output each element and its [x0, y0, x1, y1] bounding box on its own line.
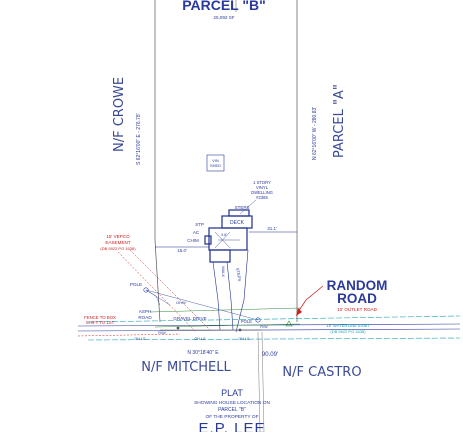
bottom-distance-label: 90.09' — [262, 352, 278, 358]
svg-text:15' WATERLINE ESMT: 15' WATERLINE ESMT — [326, 323, 370, 328]
deck-label: DECK — [230, 220, 245, 226]
vepco-easement-label: 15' VEPCO EASEMENT (DB 5922 PG 1638) — [100, 234, 136, 251]
plat-title-block: PLAT SHOWING HOUSE LOCATION ON PARCEL "B… — [194, 388, 270, 432]
svg-text:10' OUTLET ROAD: 10' OUTLET ROAD — [337, 307, 378, 312]
parcel-b-title: PARCEL "B" — [182, 0, 266, 13]
shed-outline — [206, 154, 225, 172]
svg-text:OH LG: OH LG — [238, 337, 249, 341]
asph-road-label: ASPH ROAD — [138, 309, 152, 320]
chimney — [204, 235, 212, 245]
parcel-b-area: 25,092 SF — [213, 15, 234, 20]
svg-text:DWELLING: DWELLING — [251, 190, 273, 195]
lot-divider-lines — [257, 331, 265, 432]
svg-text:(DB 5922 PG 1638): (DB 5922 PG 1638) — [100, 246, 136, 251]
svg-text:SHOWING HOUSE LOCATION ON: SHOWING HOUSE LOCATION ON — [194, 400, 270, 406]
svg-text:EASEMENT: EASEMENT — [105, 240, 130, 245]
left-owner-label: N/F CROWE — [112, 77, 127, 152]
svg-text:ROAD: ROAD — [138, 315, 152, 320]
svg-text:OH LG: OH LG — [194, 337, 205, 341]
rw-left-label: R/W — [158, 331, 166, 335]
waterline-easement-label: 15' WATERLINE ESMT (DB 5922 PG 1638) — [326, 323, 370, 334]
svg-text:PLAT: PLAT — [221, 388, 243, 398]
top-steps — [228, 209, 250, 217]
shed-label-2: SHED — [210, 163, 221, 168]
vepco-easement-lines — [117, 249, 211, 333]
bottom-bearing-label: N 30°18'40" E — [187, 350, 219, 356]
road-lines — [77, 307, 461, 341]
steps-top-label: STEPS — [235, 205, 250, 210]
parcel-b-west-lower — [154, 239, 161, 323]
svg-text:SHIFT TO 1ST: SHIFT TO 1ST — [86, 320, 115, 325]
chim-label: CHIM — [187, 238, 199, 243]
rw-right-label: R/W — [260, 325, 268, 329]
house-outline — [208, 227, 248, 251]
svg-text:RANDOM: RANDOM — [327, 278, 388, 293]
ac-label: AC — [193, 230, 200, 235]
right-bearing-label: N 62°16'00" W - 280.83' — [312, 107, 318, 160]
offset-dimension-lines — [155, 231, 297, 248]
svg-text:VINYL: VINYL — [256, 185, 269, 190]
fence-line — [77, 333, 181, 337]
gravel-south-edge — [154, 323, 301, 328]
waterline-south — [87, 337, 461, 341]
svg-text:PARCEL "B": PARCEL "B" — [218, 407, 246, 413]
shed-label-1: VIN — [212, 158, 219, 163]
stp-label: STP — [195, 222, 204, 227]
road-south-edge — [77, 328, 461, 332]
random-road-leader — [297, 285, 324, 313]
svg-text:#2365: #2365 — [256, 195, 268, 200]
dim-mid-label: 3.6' — [221, 233, 227, 237]
svg-text:E.P. LEE: E.P. LEE — [199, 420, 266, 432]
waterline-north — [87, 315, 461, 323]
castro-label: N/F CASTRO — [282, 365, 361, 380]
iron-pin-marker — [176, 326, 180, 330]
left-bearing-label: S 62°16'00" E - 276.78' — [136, 113, 142, 165]
random-road-arrowhead — [296, 308, 302, 316]
right-parcel-label: PARCEL "A" — [332, 84, 347, 158]
overhead-wire-lines — [145, 289, 259, 321]
svg-text:1 STORY: 1 STORY — [253, 180, 271, 185]
gravel-north-edge — [149, 307, 301, 313]
svg-text:ASPH: ASPH — [139, 309, 152, 314]
svg-text:15' VEPCO: 15' VEPCO — [106, 234, 130, 239]
front-stoop — [209, 249, 231, 263]
svg-text:OH LG: OH LG — [134, 337, 145, 341]
svg-text:(DB 5922 PG 1638): (DB 5922 PG 1638) — [330, 329, 366, 334]
pole-right-label: POLE — [241, 319, 252, 324]
dim-left-label: 15.0' — [177, 248, 187, 253]
parcel-b-boundary — [154, 0, 298, 323]
dwelling-label: 1 STORY VINYL DWELLING #2365 — [251, 180, 273, 200]
dim-right-label: 31.1' — [267, 226, 277, 231]
mitchell-label: N/F MITCHELL — [141, 360, 231, 375]
dwelling-leader — [239, 199, 257, 215]
svg-text:ROAD: ROAD — [337, 291, 377, 306]
pole-right-marker — [255, 317, 261, 323]
svg-text:OF THE PROPERTY OF: OF THE PROPERTY OF — [205, 414, 258, 420]
pole-left-marker — [143, 287, 149, 293]
fence-label: FENCE TO BOX SHIFT TO 1ST — [84, 315, 116, 325]
svg-text:FENCE TO BOX: FENCE TO BOX — [84, 315, 116, 320]
ohw-label: OHW — [176, 300, 186, 305]
house-detail-lines — [214, 231, 240, 249]
cw-labels: OH LG OH LG OH LG — [134, 337, 249, 341]
pole-left-label: POLE — [130, 282, 142, 287]
survey-triangle-symbol — [285, 320, 293, 327]
steps-side-label: STEPS — [235, 267, 242, 282]
random-road-label: RANDOM ROAD 10' OUTLET ROAD — [327, 278, 388, 312]
road-north-edge — [77, 323, 461, 327]
gravel-drive-label: GRAVEL DRIVE — [173, 316, 206, 321]
walk-label: WALK — [221, 266, 226, 278]
house-footprint — [204, 209, 253, 263]
